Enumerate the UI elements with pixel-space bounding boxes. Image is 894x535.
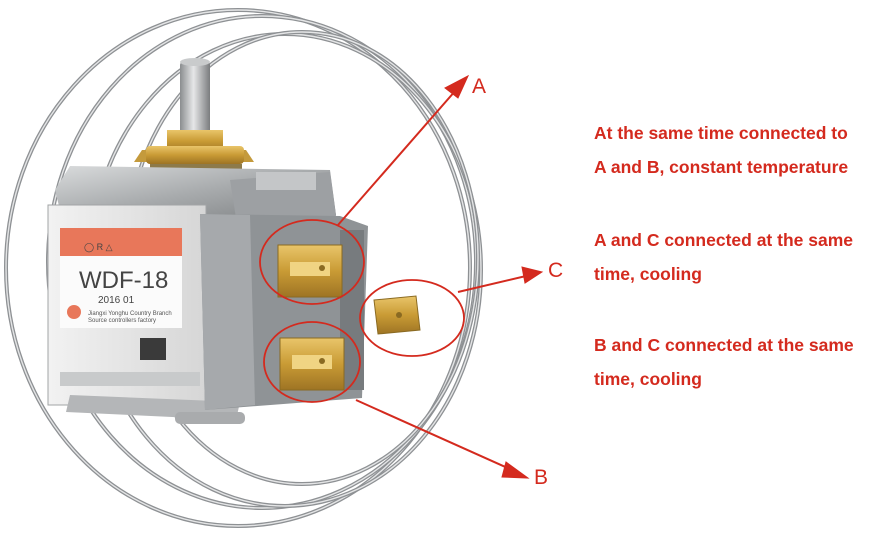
front-plate: ◯ R △ WDF-18 2016 01 Jiangxi Yonghu Coun… bbox=[47, 204, 245, 424]
cert-marks: ◯ R △ bbox=[84, 242, 113, 253]
note-line: time, cooling bbox=[594, 369, 702, 389]
arrow-b bbox=[355, 399, 530, 479]
note-line: A and C connected at the same bbox=[594, 230, 853, 250]
note-line: A and B, constant temperature bbox=[594, 157, 849, 177]
point-label-b: B bbox=[534, 466, 548, 489]
terminal-highlights bbox=[259, 219, 465, 403]
note-a-c-cooling: A and C connected at the same time, cool… bbox=[594, 223, 853, 291]
maker-logo bbox=[67, 305, 81, 319]
highlight-c bbox=[359, 279, 465, 357]
highlight-a bbox=[259, 219, 365, 305]
arrow-a bbox=[337, 74, 470, 226]
label-band bbox=[60, 228, 182, 256]
arrow-c bbox=[457, 266, 544, 293]
point-label-c: C bbox=[548, 259, 563, 282]
note-line: At the same time connected to bbox=[594, 123, 848, 143]
note-line: B and C connected at the same bbox=[594, 335, 854, 355]
note-b-c-cooling: B and C connected at the same time, cool… bbox=[594, 328, 854, 396]
terminal-a bbox=[277, 244, 343, 298]
maker-line-2: Source controllers factory bbox=[88, 318, 156, 324]
terminal-c bbox=[373, 295, 421, 335]
date-code: 2016 01 bbox=[98, 295, 135, 306]
note-constant-temperature: At the same time connected to A and B, c… bbox=[594, 116, 848, 184]
terminal-b bbox=[279, 337, 345, 391]
control-shaft bbox=[134, 58, 254, 180]
highlight-b bbox=[263, 321, 361, 403]
maker-line-1: Jiangxi Yonghu Country Branch bbox=[88, 311, 172, 317]
model-number: WDF-18 bbox=[79, 267, 168, 294]
point-label-a: A bbox=[472, 75, 486, 98]
note-line: time, cooling bbox=[594, 264, 702, 284]
